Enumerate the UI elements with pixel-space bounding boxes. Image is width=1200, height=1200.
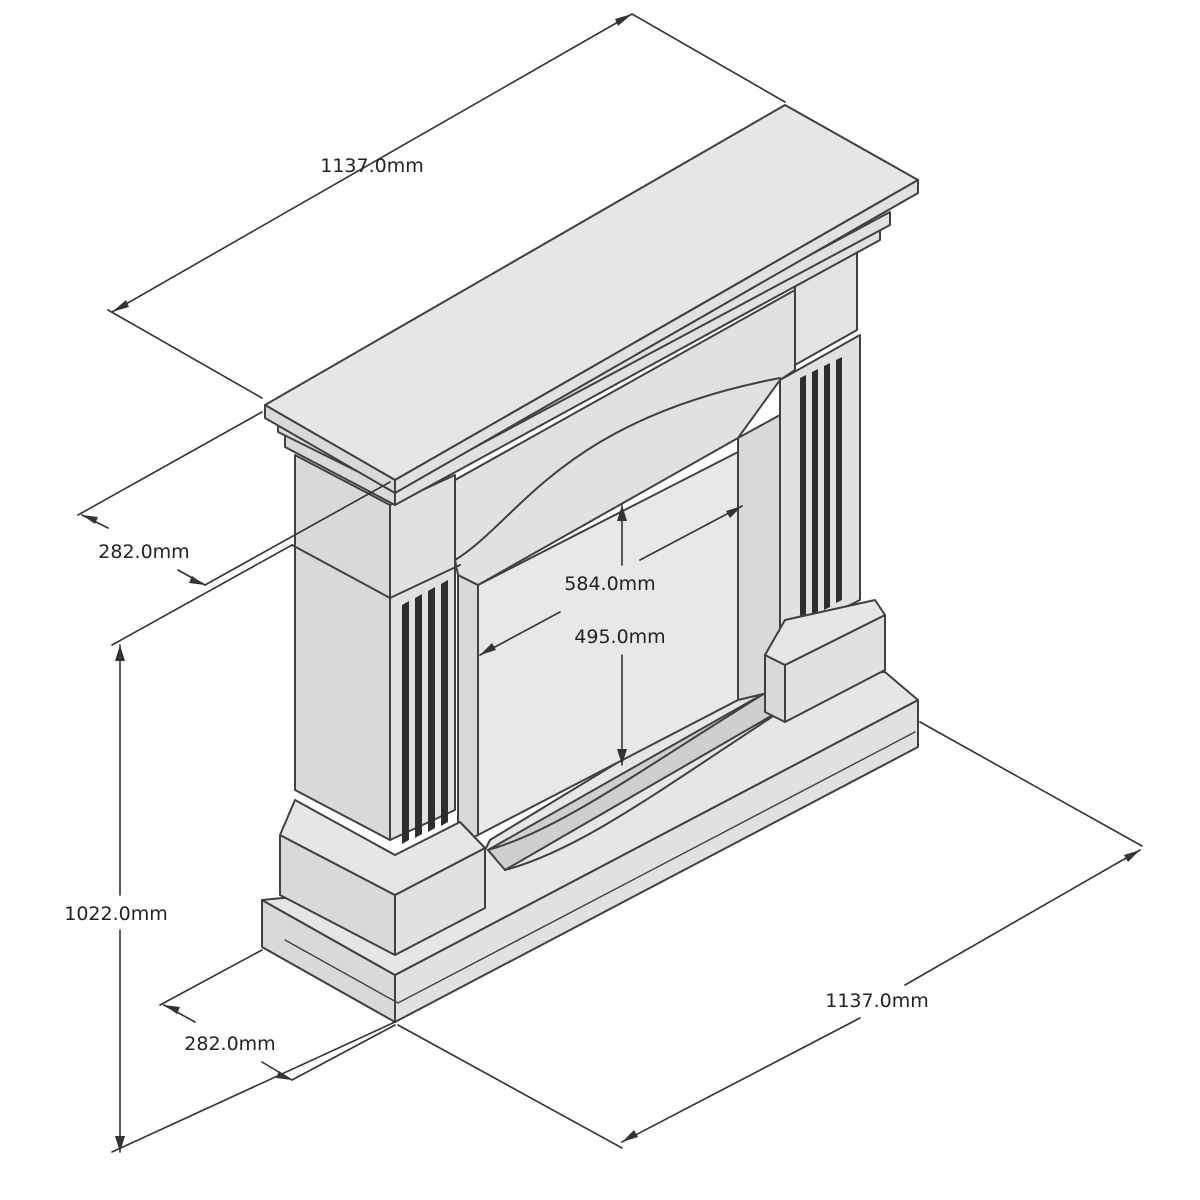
dim-base-width-arrow-b (1124, 850, 1140, 862)
left-flute-3 (428, 587, 435, 832)
right-flute-2 (812, 369, 818, 617)
dim-base-width-ext-right (919, 721, 1143, 847)
dim-top-depth-ext-top (77, 411, 263, 516)
right-flute-3 (824, 363, 830, 610)
label-opening-height: 495.0mm (574, 626, 665, 648)
right-flute-4 (836, 357, 842, 603)
mantel-shelf (264, 104, 919, 506)
right-pillar-front (779, 334, 861, 641)
dim-total-height-ext-top (111, 544, 293, 646)
left-pillar-side (294, 454, 391, 841)
dim-base-width-line-b (904, 849, 1141, 986)
dim-top-width-arrow-right (615, 14, 632, 26)
opening-left-jamb (457, 574, 479, 846)
dim-top-width-ext-left (107, 309, 263, 399)
dim-opening-width-arrow-a (480, 643, 496, 655)
dimension-lines (77, 13, 1143, 1153)
dim-base-depth-ext-top (159, 949, 263, 1006)
dim-opening-height-arrow-b (617, 749, 627, 765)
label-base-width: 1137.0mm (825, 990, 929, 1012)
dim-total-height-arrow-bottom (115, 1136, 125, 1152)
left-flute-4 (441, 580, 448, 826)
label-base-depth: 282.0mm (184, 1033, 275, 1055)
left-flute-2 (415, 594, 422, 838)
label-top-depth: 282.0mm (98, 541, 189, 563)
dim-base-width-ext-left (397, 1024, 623, 1149)
hearth-curve-lower (504, 704, 791, 871)
dim-opening-height-arrow-a (617, 505, 627, 521)
left-pillar-band (291, 544, 461, 599)
firebox-opening (457, 450, 739, 846)
dim-base-depth-arrow-a (164, 1005, 180, 1014)
dim-base-depth-ext-bottom (291, 1024, 396, 1081)
right-pillar-base-top (764, 599, 886, 666)
dim-opening-width-arrow-b (726, 506, 742, 518)
right-flute-1 (800, 375, 806, 624)
hearth-curve (487, 689, 771, 851)
dim-total-height-ext-bottom (111, 1021, 396, 1153)
right-pillar (737, 244, 886, 723)
dim-top-depth-arrow-a (82, 515, 98, 524)
left-flute-1 (402, 601, 409, 844)
label-top-width: 1137.0mm (320, 155, 424, 177)
dim-top-width-arrow-left (112, 300, 129, 312)
left-pillar (279, 454, 486, 956)
dimension-labels: 1137.0mm 282.0mm 584.0mm 495.0mm 1022.0m… (64, 155, 929, 1055)
shelf-edge-front (394, 179, 919, 494)
left-pillar-base-top (279, 799, 486, 896)
dim-base-width-arrow-a (622, 1130, 638, 1142)
dim-base-depth-arrow-b (276, 1071, 292, 1080)
dim-top-depth-arrow-b (189, 576, 205, 585)
label-opening-width: 584.0mm (564, 573, 655, 595)
dim-total-height-arrow-top (115, 645, 125, 661)
dim-top-width-ext-right (631, 13, 786, 103)
dim-top-depth-ext-bottom (204, 481, 391, 586)
dim-top-width-line (111, 13, 633, 313)
dim-base-width-line-a (621, 1017, 861, 1143)
dim-opening-width-line-b (639, 505, 743, 561)
right-pillar-base-side (764, 654, 786, 723)
base-top-step (284, 731, 916, 1004)
label-total-height: 1022.0mm (64, 903, 168, 925)
frieze-arch-curve (454, 377, 781, 561)
